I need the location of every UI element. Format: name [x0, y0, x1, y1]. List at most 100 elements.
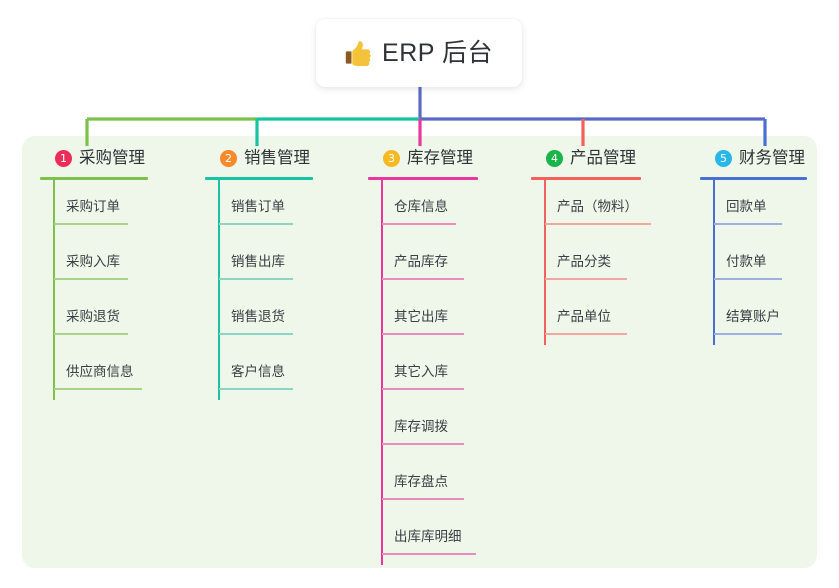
branch-column: 2 销售管理销售订单销售出库销售退货客户信息 [205, 146, 313, 400]
leaf-item[interactable]: 产品分类 [531, 235, 641, 290]
leaf-item[interactable]: 供应商信息 [40, 345, 148, 400]
leaf-item[interactable]: 产品库存 [368, 235, 478, 290]
leaf-label: 其它出库 [394, 309, 448, 324]
leaf-item[interactable]: 销售出库 [205, 235, 313, 290]
branch-spine [544, 180, 546, 345]
leaf-rule [54, 333, 128, 335]
leaf-label: 回款单 [726, 199, 767, 214]
leaf-label: 销售订单 [231, 199, 285, 214]
branch-header[interactable]: 2 销售管理 [205, 146, 313, 170]
leaf-label: 产品（物料） [557, 199, 638, 214]
thumbs-up-icon [345, 41, 371, 66]
leaf-rule [219, 333, 293, 335]
leaf-rule [545, 278, 627, 280]
branch-header[interactable]: 5 财务管理 [700, 146, 807, 170]
branch-number-badge: 5 [715, 149, 732, 167]
leaf-label: 产品分类 [557, 254, 611, 269]
leaf-label: 仓库信息 [394, 199, 448, 214]
leaf-label: 客户信息 [231, 364, 285, 379]
leaf-item[interactable]: 付款单 [700, 235, 807, 290]
branch-column: 4 产品管理产品（物料） 产品分类产品单位 [531, 146, 651, 345]
leaf-item[interactable]: 其它出库 [368, 290, 478, 345]
branch-number-badge: 1 [55, 149, 72, 167]
branch-title: 销售管理 [244, 148, 310, 167]
branch-number-badge: 4 [546, 149, 563, 167]
leaf-rule [219, 278, 293, 280]
leaf-item[interactable]: 库存调拨 [368, 400, 478, 455]
leaf-rule [382, 553, 476, 555]
leaf-item[interactable]: 采购订单 [40, 180, 148, 235]
leaf-item[interactable]: 库存盘点 [368, 455, 478, 510]
branch-spine [53, 180, 55, 400]
leaf-rule [382, 223, 456, 225]
branch-header-rule [531, 177, 641, 180]
leaf-rule [382, 333, 464, 335]
branch-column: 3 库存管理仓库信息产品库存其它出库其它入库库存调拨库存盘点出库库明细 [368, 146, 478, 565]
branch-header-rule [700, 177, 807, 180]
branch-leaf-list: 回款单付款单结算账户 [700, 180, 807, 345]
branch-leaf-list: 采购订单采购入库采购退货供应商信息 [40, 180, 148, 400]
leaf-item[interactable]: 产品单位 [531, 290, 641, 345]
leaf-rule [219, 388, 293, 390]
leaf-label: 其它入库 [394, 364, 448, 379]
leaf-label: 库存调拨 [394, 419, 448, 434]
leaf-rule [382, 388, 464, 390]
leaf-label: 供应商信息 [66, 364, 134, 379]
leaf-item[interactable]: 采购退货 [40, 290, 148, 345]
leaf-label: 库存盘点 [394, 474, 448, 489]
leaf-item[interactable]: 产品（物料） [531, 180, 651, 235]
root-title: ERP 后台 [382, 38, 493, 67]
branch-title: 库存管理 [407, 148, 473, 167]
leaf-item[interactable]: 结算账户 [700, 290, 807, 345]
leaf-rule [54, 223, 128, 225]
branch-spine [218, 180, 220, 400]
leaf-label: 产品单位 [557, 309, 611, 324]
branch-leaf-list: 产品（物料） 产品分类产品单位 [531, 180, 651, 345]
leaf-label: 付款单 [726, 254, 767, 269]
branch-header[interactable]: 1 采购管理 [40, 146, 148, 170]
branch-column: 5 财务管理回款单付款单结算账户 [700, 146, 807, 345]
leaf-label: 采购入库 [66, 254, 120, 269]
branch-title: 财务管理 [739, 148, 805, 167]
branch-leaf-list: 仓库信息产品库存其它出库其它入库库存调拨库存盘点出库库明细 [368, 180, 478, 565]
branch-title: 产品管理 [570, 148, 636, 167]
leaf-item[interactable]: 客户信息 [205, 345, 313, 400]
leaf-rule [714, 223, 782, 225]
leaf-rule [714, 333, 782, 335]
diagram-panel [22, 136, 817, 568]
leaf-rule [54, 388, 142, 390]
leaf-rule [54, 278, 128, 280]
leaf-label: 采购订单 [66, 199, 120, 214]
leaf-label: 销售出库 [231, 254, 285, 269]
leaf-item[interactable]: 其它入库 [368, 345, 478, 400]
branch-number-badge: 3 [383, 149, 400, 167]
branch-header-rule [368, 177, 478, 180]
leaf-item[interactable]: 销售退货 [205, 290, 313, 345]
leaf-label: 产品库存 [394, 254, 448, 269]
leaf-rule [219, 223, 293, 225]
leaf-rule [545, 333, 627, 335]
leaf-rule [382, 278, 464, 280]
leaf-item[interactable]: 仓库信息 [368, 180, 478, 235]
leaf-item[interactable]: 销售订单 [205, 180, 313, 235]
leaf-rule [545, 223, 651, 225]
root-node-content: ERP 后台 [345, 40, 493, 66]
branch-leaf-list: 销售订单销售出库销售退货客户信息 [205, 180, 313, 400]
leaf-rule [714, 278, 782, 280]
leaf-label: 结算账户 [726, 309, 780, 324]
branch-header-rule [205, 177, 313, 180]
branch-spine [713, 180, 715, 345]
leaf-rule [382, 498, 464, 500]
leaf-rule [382, 443, 464, 445]
leaf-item[interactable]: 出库库明细 [368, 510, 478, 565]
leaf-label: 采购退货 [66, 309, 120, 324]
branch-number-badge: 2 [220, 149, 237, 167]
root-node[interactable]: ERP 后台 [316, 19, 522, 87]
leaf-item[interactable]: 回款单 [700, 180, 807, 235]
branch-header-rule [40, 177, 148, 180]
branch-title: 采购管理 [79, 148, 145, 167]
branch-header[interactable]: 4 产品管理 [531, 146, 641, 170]
leaf-item[interactable]: 采购入库 [40, 235, 148, 290]
branch-header[interactable]: 3 库存管理 [368, 146, 478, 170]
